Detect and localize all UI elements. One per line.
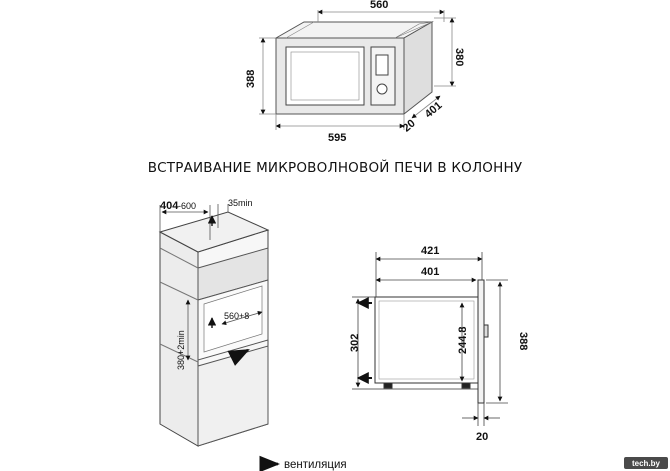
watermark-badge: tech.by xyxy=(624,457,668,469)
dim-20-offset: 20 xyxy=(401,117,418,134)
dim-20-bezel: 20 xyxy=(476,431,488,443)
dim-401-inner: 401 xyxy=(421,266,439,278)
dim-35min: 35min xyxy=(228,198,253,208)
dim-388-front: 388 xyxy=(245,70,257,88)
dim-niche-width: 560+8 xyxy=(224,311,249,321)
dim-244-8: 244.8 xyxy=(457,326,469,354)
legend: вентиляция xyxy=(259,455,347,471)
vent-arrow-bottom xyxy=(227,348,250,366)
dim-404-range: -600 xyxy=(178,201,196,211)
dim-560: 560 xyxy=(370,0,388,11)
dim-404: 404 xyxy=(160,200,179,212)
dim-388-side: 388 xyxy=(517,332,529,350)
dim-niche-height: 380+2min xyxy=(176,330,186,370)
dim-401-depth: 401 xyxy=(423,100,445,121)
top-dimension-lines xyxy=(259,9,456,130)
page-title: ВСТРАИВАНИЕ МИКРОВОЛНОВОЙ ПЕЧИ В КОЛОННУ xyxy=(148,158,523,176)
microwave-front-view xyxy=(274,21,434,116)
dim-380: 380 xyxy=(453,48,465,66)
cabinet-column xyxy=(158,211,270,447)
dim-421: 421 xyxy=(421,245,439,257)
svg-text:tech.by: tech.by xyxy=(632,459,661,468)
dim-595-label: 595 xyxy=(328,132,346,144)
legend-label: вентиляция xyxy=(284,459,347,471)
dim-302: 302 xyxy=(349,334,361,352)
